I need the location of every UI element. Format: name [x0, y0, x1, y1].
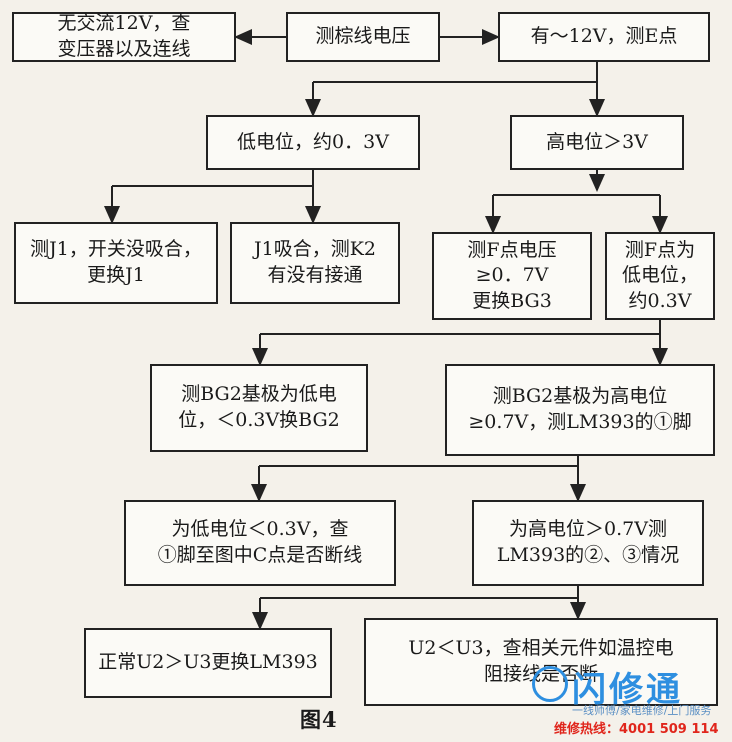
box-bg2-low: 测BG2基极为低电 位，＜0.3V换BG2: [150, 364, 368, 452]
box-j1-not-closed-text: 测J1，开关没吸合， 更换J1: [30, 238, 202, 286]
box-replace-lm393-text: 正常U2＞U3更换LM393: [98, 651, 318, 674]
connector-top: [313, 62, 598, 83]
logo-icon: [532, 666, 568, 702]
box-lm393-pins-text: 为高电位＞0.7V测 LM393的②、③情况: [496, 518, 680, 566]
box-f-voltage: 测F点电压 ≥0．7V 更换BG3: [432, 232, 592, 320]
connector-bg2: [259, 456, 579, 467]
box-bg2-high-text: 测BG2基极为高电位 ≥0.7V，测LM393的①脚: [468, 385, 692, 433]
box-has-ac: 有～12V，测E点: [498, 12, 710, 62]
logo-slogan: 一线师傅/家电维修/上门服务: [572, 704, 712, 717]
box-measure-brown-text: 测棕线电压: [315, 25, 411, 48]
box-lm393-pins: 为高电位＞0.7V测 LM393的②、③情况: [472, 500, 704, 586]
box-f-low-text: 测F点为 低电位， 约0.3V: [621, 238, 698, 312]
figure-caption: 图4: [300, 707, 338, 732]
box-j1-closed: J1吸合，测K2 有没有接通: [230, 222, 400, 304]
box-low-level: 低电位，约0．3V: [206, 115, 420, 170]
box-check-c-text: 为低电位＜0.3V，查 ①脚至图中C点是否断线: [157, 518, 363, 566]
box-has-ac-text: 有～12V，测E点: [530, 25, 678, 48]
box-no-ac: 无交流12V，查 变压器以及连线: [12, 12, 236, 62]
connector-lm393: [260, 586, 579, 599]
box-high-level-text: 高电位＞3V: [546, 130, 648, 153]
logo-hotline: 维修热线：4001 509 114: [554, 722, 719, 737]
box-f-voltage-text: 测F点电压 ≥0．7V 更换BG3: [467, 238, 557, 312]
box-replace-lm393: 正常U2＞U3更换LM393: [84, 628, 332, 698]
box-j1-closed-text: J1吸合，测K2 有没有接通: [254, 238, 376, 286]
connector-low: [112, 170, 314, 187]
box-f-low: 测F点为 低电位， 约0.3V: [605, 232, 715, 320]
box-no-ac-text: 无交流12V，查 变压器以及连线: [57, 12, 191, 60]
box-low-level-text: 低电位，约0．3V: [237, 130, 389, 153]
box-j1-not-closed: 测J1，开关没吸合， 更换J1: [14, 222, 218, 304]
box-bg2-high: 测BG2基极为高电位 ≥0.7V，测LM393的①脚: [445, 364, 715, 456]
box-high-level: 高电位＞3V: [510, 115, 684, 170]
logo-name: 闪修通: [572, 670, 683, 710]
watermark-logo: 闪修通 一线师傅/家电维修/上门服务 维修热线：4001 509 114: [528, 660, 728, 740]
box-measure-brown: 测棕线电压: [286, 12, 440, 62]
box-check-c: 为低电位＜0.3V，查 ①脚至图中C点是否断线: [124, 500, 396, 586]
box-bg2-low-text: 测BG2基极为低电 位，＜0.3V换BG2: [178, 383, 340, 431]
connector-f: [260, 320, 661, 335]
